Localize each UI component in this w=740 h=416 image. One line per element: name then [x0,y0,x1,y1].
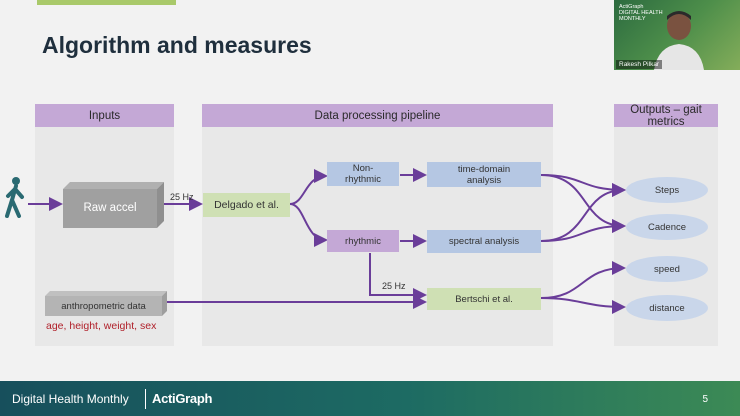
output-distance: distance [626,295,708,321]
arrow-bertschi-to-speed [540,261,626,299]
arrow-delgado-to-rhythmic [289,203,328,247]
rhythmic-node: rhythmic [327,230,399,252]
non-rhythmic-node: Non-rhythmic [327,162,399,186]
footer-series: Digital Health Monthly [12,392,129,406]
output-steps: Steps [626,177,708,203]
footer-brand-logo: ActiGraph [152,391,213,406]
arrow-rhythmic-to-bertschi [369,253,427,302]
output-cadence: Cadence [626,214,708,240]
presenter-avatar [654,11,704,70]
hz-label-top: 25 Hz [170,192,194,202]
arrow-spectral-to-cadence [540,219,626,242]
bertschi-node: Bertschi et al. [427,288,541,310]
anthropometric-block [45,291,167,316]
webcam-overlay-text: ActiGraph DIGITAL HEALTH MONTHLY [619,4,663,22]
footer-divider [145,389,146,409]
inputs-header: Inputs [35,104,174,127]
webcam-feed: ActiGraph DIGITAL HEALTH MONTHLY Rakesh … [614,0,740,70]
outputs-header: Outputs – gait metrics [614,104,718,128]
output-speed: speed [626,256,708,282]
anthropometric-fields: age, height, weight, sex [46,320,157,332]
delgado-node: Delgado et al. [203,193,290,217]
arrow-time-to-cadence [540,174,626,233]
hz-label-bottom: 25 Hz [382,281,406,291]
time-domain-node: time-domain analysis [427,162,541,187]
webcam-name-tag: Rakesh Pilkar [616,60,663,69]
arrow-bertschi-to-distance [540,297,626,314]
page-number: 5 [702,394,708,405]
slide-title: Algorithm and measures [42,32,312,58]
walking-person-icon [5,177,24,218]
spectral-node: spectral analysis [427,230,541,253]
raw-accel-label: Raw accel [83,202,137,214]
pipeline-header: Data processing pipeline [202,104,553,127]
arrow-delgado-to-nonrhythmic [289,169,328,205]
top-accent-bar [37,0,176,5]
anthropometric-label: anthropometric data [61,300,146,312]
raw-accel-block [63,182,164,228]
footer-bar: Digital Health Monthly ActiGraph 5 [0,381,740,416]
arrow-spectral-to-steps [540,183,626,242]
